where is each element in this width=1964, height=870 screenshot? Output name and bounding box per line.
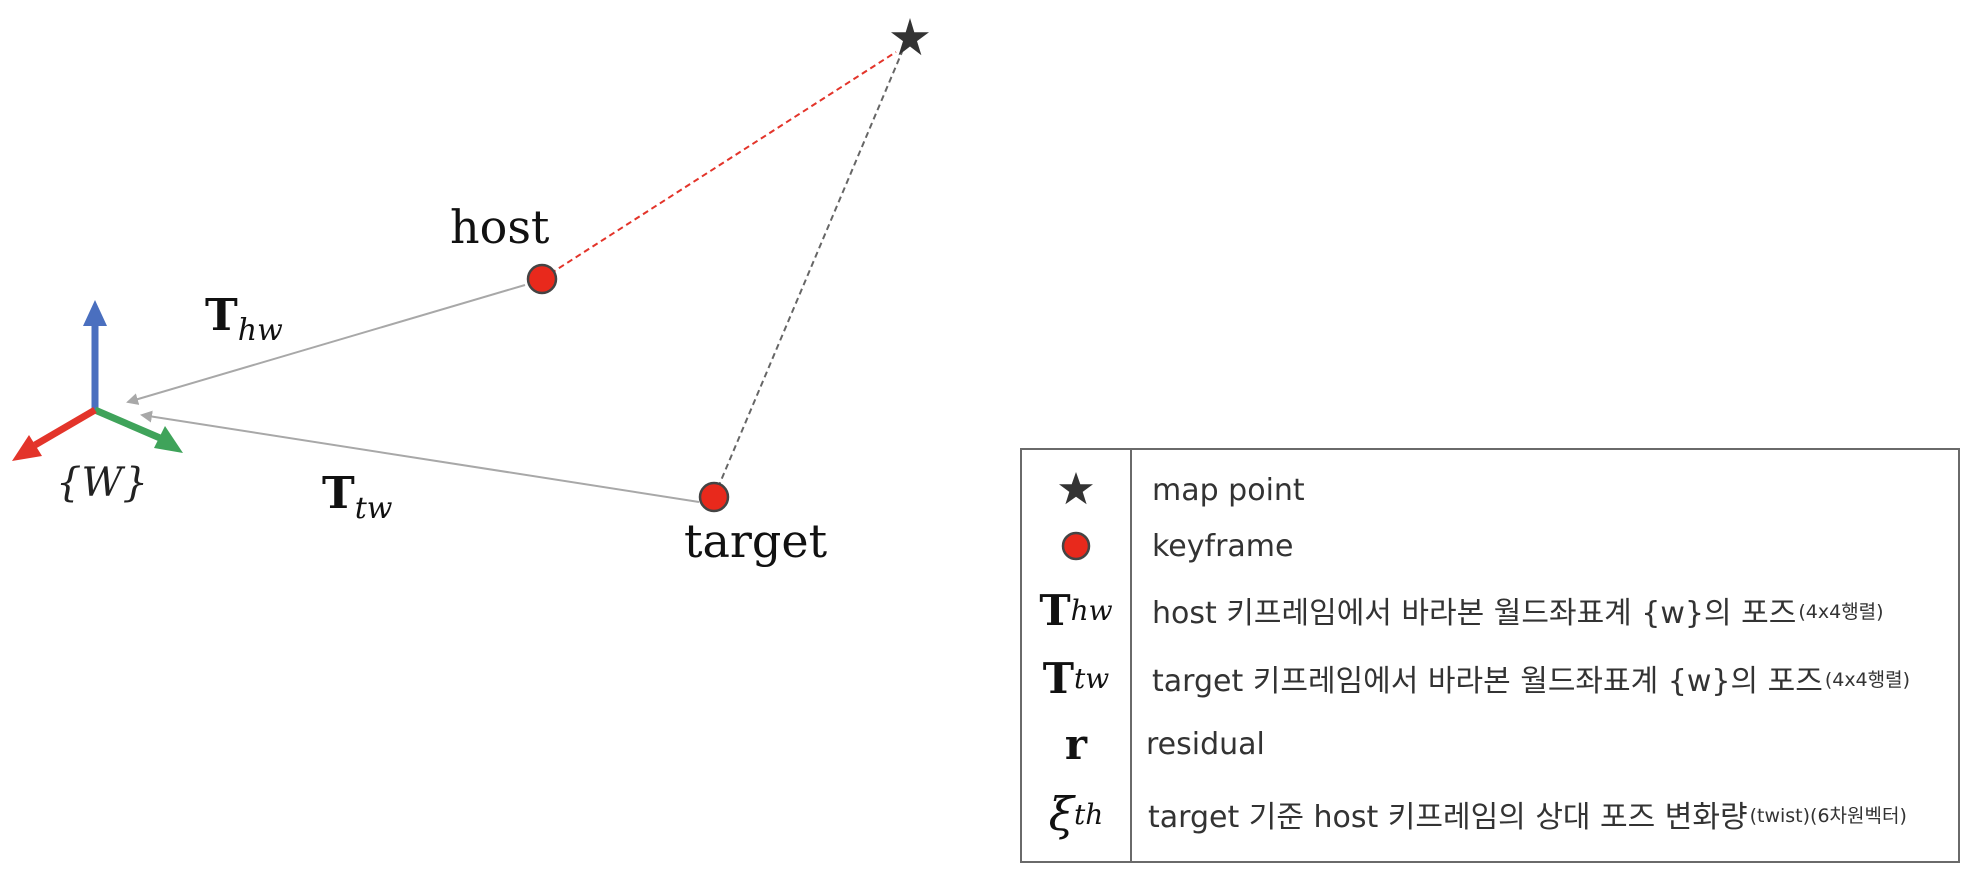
world-frame-label: {W} <box>56 460 148 506</box>
legend-desc: target 기준 host 키프레임의 상대 포즈 변화량 <box>1148 800 1748 835</box>
legend-row-residual: r residual <box>1022 714 1958 774</box>
keyframe-dot-icon <box>1022 516 1130 576</box>
host-label: host <box>450 200 550 254</box>
legend-desc: host 키프레임에서 바라본 월드좌표계 {w}의 포즈 <box>1152 596 1797 631</box>
host-pose-arrow <box>126 284 526 405</box>
r-symbol: r <box>1064 719 1088 769</box>
map-point-star <box>891 18 929 56</box>
t-hw-sub: hw <box>238 313 283 348</box>
map-point-star-icon <box>1022 460 1130 520</box>
world-frame-axes <box>12 300 183 461</box>
t-tw-sub: tw <box>355 491 393 526</box>
legend-row-map-point: map point <box>1022 460 1958 520</box>
legend-desc: target 키프레임에서 바라본 월드좌표계 {w}의 포즈 <box>1152 664 1823 699</box>
target-projection-line <box>713 51 903 498</box>
residual-line <box>541 51 897 280</box>
legend-desc: keyframe <box>1152 528 1294 564</box>
legend-desc: residual <box>1146 726 1265 762</box>
legend-desc-note: (4x4행렬) <box>1798 600 1884 623</box>
legend-desc-note: (4x4행렬) <box>1824 668 1911 691</box>
legend-divider <box>1130 450 1132 861</box>
legend-desc-note: (twist)(6차원벡터) <box>1749 804 1907 827</box>
t-tw-main: T <box>322 468 355 519</box>
t-hw-label: Thw <box>205 290 283 348</box>
target-keyframe-dot <box>698 481 730 513</box>
t-hw-main: T <box>205 290 238 341</box>
host-keyframe-dot <box>526 263 558 295</box>
target-label: target <box>684 514 828 568</box>
legend-row-keyframe: keyframe <box>1022 516 1958 576</box>
legend-desc: map point <box>1152 472 1305 508</box>
target-pose-arrow <box>140 410 700 503</box>
t-tw-label: Ttw <box>322 468 393 526</box>
